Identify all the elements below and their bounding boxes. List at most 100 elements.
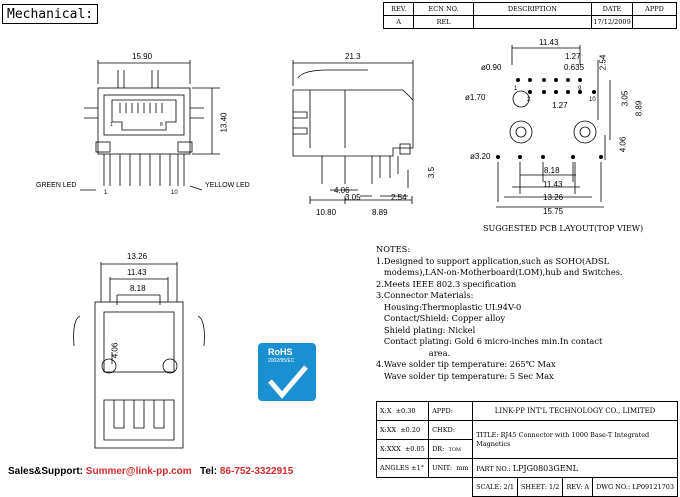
rev-value: A <box>584 483 590 491</box>
note-line: 2.Meets IEEE 802.3 specification <box>376 278 517 289</box>
title-label: TITLE: <box>476 430 499 439</box>
pcb-dim-b2: 11.43 <box>543 180 563 189</box>
tel-number: 86-752-3322915 <box>219 466 294 477</box>
table-row: X:XX ±0.20 CHKD: TITLE: RJ45 Connector w… <box>375 420 678 459</box>
note-line: Shield plating: Nickel <box>376 324 476 335</box>
tol-xxx-val: ±0.05 <box>404 445 425 453</box>
front-pin-last: 10 <box>171 190 178 196</box>
appd-cell <box>631 15 678 29</box>
note-line: Contact plating: Gold 6 micro-inches min… <box>376 336 603 346</box>
revision-table: REV. ECN NO. DESCRIPTION DATE APPD A REL… <box>382 2 678 29</box>
tol-x-val: ±0.30 <box>395 407 416 415</box>
dwg-value: LP09121703 <box>632 483 674 491</box>
pcb-dim-top: 11.43 <box>539 38 559 47</box>
front-pin-8: 8 <box>160 122 163 128</box>
sales-email-link[interactable]: Summer@link-pp.com <box>85 466 192 477</box>
side-dim-2-54: 2.54 <box>391 193 407 202</box>
tol-xx: X:XX <box>380 426 397 434</box>
side-dim-3-5: 3.5 <box>427 166 437 179</box>
front-width-dim: 15.90 <box>132 52 153 61</box>
pcb-dim-right1: 2.54 <box>598 54 608 71</box>
ecn-cell: REL <box>413 15 474 29</box>
date-cell: 17/12/2009 <box>591 15 633 29</box>
pcb-dim-r3: 4.06 <box>618 136 628 153</box>
scale-value: 2/1 <box>503 483 514 491</box>
side-view-drawing <box>292 60 414 204</box>
dr-value: TOM <box>448 447 462 453</box>
yellow-led-label: YELLOW LED <box>205 182 250 189</box>
side-dim-3-05: 3.05 <box>345 193 361 202</box>
angles-label: ANGLES ±1° <box>375 458 430 478</box>
note-line: NOTES: <box>376 244 411 254</box>
pcb-dim-pitch1: 1.27 <box>565 52 581 61</box>
pcb-hole-1-70: ø1.70 <box>465 93 486 102</box>
side-depth-dim: 21.3 <box>345 52 361 61</box>
mechanical-drawing <box>73 45 611 449</box>
pcb-dim-r1: 3.05 <box>620 90 630 107</box>
unit-value: mm <box>456 464 469 472</box>
bottom-dim-4-06: 4.06 <box>110 342 120 359</box>
front-pin-1: 1 <box>110 122 113 128</box>
tol-xx-val: ±0.20 <box>400 426 421 434</box>
appd-header: APPD <box>631 2 678 16</box>
pcb-dim-pitch2: 0.635 <box>564 63 585 72</box>
note-line: area. <box>376 347 451 358</box>
unit-label: UNIT: <box>432 464 453 472</box>
pcb-pin-10: 10 <box>589 97 596 103</box>
rohs-label: RoHS <box>268 347 293 357</box>
note-line: 1.Designed to support application,such a… <box>376 255 610 266</box>
side-dim-4-06: 4.06 <box>334 186 350 195</box>
dwg-label: DWG NO.: <box>596 483 631 491</box>
table-row: A REL 17/12/2009 <box>382 15 678 29</box>
side-dim-10-80: 10.80 <box>316 208 337 217</box>
sheet-value: 1/2 <box>548 483 560 491</box>
note-line: 3.Connector Materials: <box>376 290 474 300</box>
scale-label: SCALE: <box>476 483 502 491</box>
pcb-pin-1: 1 <box>514 86 518 92</box>
tel-label: Tel: <box>200 466 218 477</box>
pcb-dim-b3: 13.26 <box>543 193 564 202</box>
bottom-dim-13-26: 13.26 <box>127 252 148 261</box>
dr-label: DR: <box>432 445 445 453</box>
note-line: Wave solder tip temperature: 5 Sec Max <box>376 370 554 381</box>
title-block: X:X ±0.30 APPD: LINK-PP INT'L TECHNOLOGY… <box>375 401 678 497</box>
pcb-dim-center-pitch: 1.27 <box>552 101 568 110</box>
pcb-dim-b4: 15.75 <box>543 207 564 216</box>
sales-label: Sales&Support: <box>8 466 84 477</box>
note-line: Housing:Thermoplastic UL94V-0 <box>376 301 522 312</box>
table-row: SCALE: 2/1 SHEET: 1/2 REV: A DWG NO.: LP… <box>377 477 678 497</box>
side-dim-8-89: 8.89 <box>372 208 388 217</box>
table-row: ANGLES ±1° UNIT: mm PART NO.: LPJG0803GE… <box>375 458 678 478</box>
part-value: LPJG0803GENL <box>512 463 578 473</box>
note-line: 4.Wave solder tip temperature: 265℃ Max <box>376 359 556 369</box>
tol-xxx: X:XXX <box>380 445 401 453</box>
green-led-label: GREEN LED <box>36 182 77 189</box>
bottom-dim-8-18: 8.18 <box>130 284 146 293</box>
bottom-dim-11-43: 11.43 <box>127 268 147 277</box>
rohs-sub: 2002/95/EC <box>268 358 295 364</box>
note-line: modems),LAN-on-Motherboard(LOM),hub and … <box>376 267 623 277</box>
pcb-pin-dots <box>496 78 603 159</box>
part-label: PART NO.: <box>476 464 511 473</box>
table-row: X:X ±0.30 APPD: LINK-PP INT'L TECHNOLOGY… <box>375 401 678 421</box>
pcb-dim-b1: 8.18 <box>544 166 560 175</box>
sheet-label: SHEET: <box>520 483 547 491</box>
pcb-pin-9: 9 <box>578 86 582 92</box>
pcb-pin-2: 2 <box>527 97 531 103</box>
front-pin-first: 1 <box>104 190 108 196</box>
pcb-layout-drawing <box>496 45 611 208</box>
rohs-logo: RoHS 2002/95/EC <box>258 343 316 401</box>
pcb-dim-r2: 8.89 <box>634 100 644 117</box>
company-name: LINK-PP INT'L TECHNOLOGY CO., LIMITED <box>472 401 678 421</box>
description-cell <box>472 15 593 29</box>
pcb-hole-0-90: ø0.90 <box>481 63 502 72</box>
bottom-view-drawing <box>73 262 205 449</box>
notes-block: NOTES: 1.Designed to support application… <box>376 244 623 382</box>
note-line: Contact/Shield: Copper alloy <box>376 313 506 323</box>
front-height-dim: 13.40 <box>219 112 229 133</box>
page-title: Mechanical: <box>2 4 98 24</box>
pcb-caption: SUGGESTED PCB LAYOUT(TOP VIEW) <box>483 224 644 233</box>
pcb-hole-3-20: ø3.20 <box>470 152 491 161</box>
front-view-drawing <box>80 60 220 191</box>
chkd-label: CHKD: <box>428 420 474 440</box>
